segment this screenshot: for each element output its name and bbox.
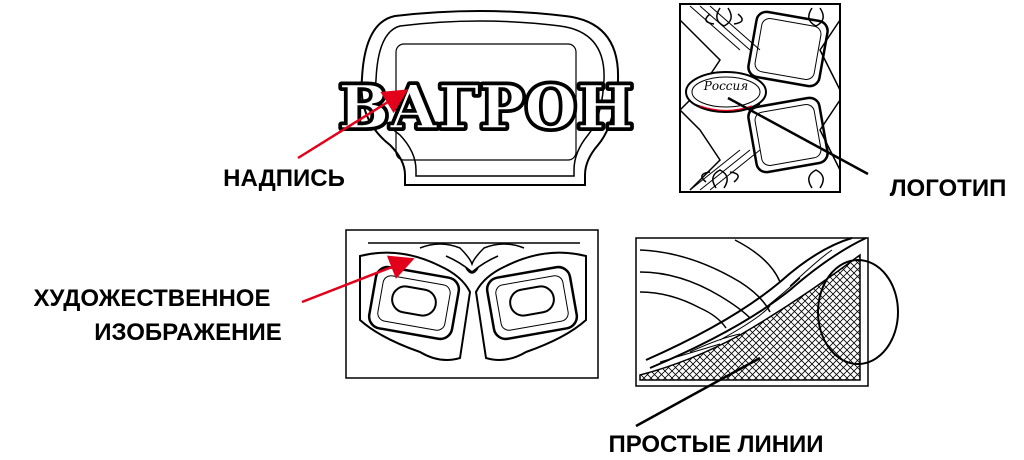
art-image-panel xyxy=(345,229,599,379)
logo-panel-frame xyxy=(679,3,841,193)
inscription-arrow xyxy=(297,89,409,160)
logo-panel: Россия xyxy=(679,3,841,193)
logo-panel-ornament-bottom xyxy=(701,169,739,189)
simple-lines-circle xyxy=(817,259,899,365)
label-logo: ЛОГОТИП xyxy=(890,175,1007,202)
logo-pointer-line xyxy=(727,96,869,176)
sign-outer-frame xyxy=(360,10,620,186)
logo-panel-ornament-top xyxy=(705,7,743,27)
logo-panel-window-bottom xyxy=(747,96,829,174)
logo-panel-ornament-right xyxy=(808,7,824,189)
simple-lines-pointer-line xyxy=(635,356,761,428)
simple-lines-mesh xyxy=(639,253,861,381)
logo-panel-window-top xyxy=(747,10,829,88)
art-panel-frame xyxy=(345,229,599,379)
label-inscription: НАДПИСЬ xyxy=(223,165,345,192)
label-art-image-line2: ИЗОБРАЖЕНИЕ xyxy=(94,319,281,346)
inscription-sign-panel: ВАГРОН ВАГРОН xyxy=(335,10,637,186)
logo-oval xyxy=(685,71,767,113)
art-right-wing xyxy=(474,251,587,361)
logo-text: Россия xyxy=(703,79,748,93)
simple-lines-braid xyxy=(649,237,867,369)
simple-lines-arc-left xyxy=(639,249,771,313)
simple-lines-panel xyxy=(635,237,899,387)
sign-inner-frame xyxy=(374,20,605,177)
art-image-arrow xyxy=(301,255,415,304)
simple-lines-frame xyxy=(635,237,869,387)
art-ornament xyxy=(419,243,525,274)
art-right-oval xyxy=(509,285,555,317)
sign-text: ВАГРОН xyxy=(338,73,633,143)
label-simple-lines: ПРОСТЫЕ ЛИНИИ xyxy=(608,431,823,458)
art-left-oval xyxy=(391,285,437,317)
art-left-wing xyxy=(359,251,472,361)
label-art-image-line1: ХУДОЖЕСТВЕННОЕ xyxy=(34,285,271,312)
